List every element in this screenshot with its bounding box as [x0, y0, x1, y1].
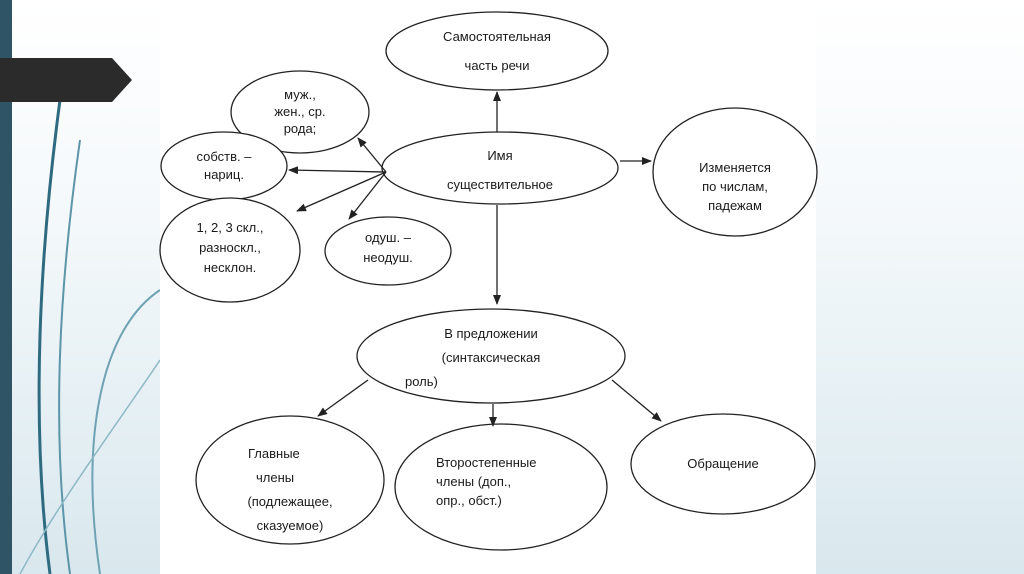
label-line: одуш. – — [365, 230, 411, 245]
label-line: 1, 2, 3 скл., — [196, 220, 264, 235]
label-proper-common: собств. – нариц. — [169, 148, 279, 184]
ellipse-independent-pos — [385, 11, 609, 91]
label-in-sentence: В предложении (синтаксическая роль) — [391, 322, 591, 394]
ellipse-main-members — [195, 415, 385, 545]
arrow-to-address — [611, 379, 662, 422]
label-line: муж., — [284, 87, 316, 102]
ellipse-secondary-members — [394, 423, 608, 551]
ellipse-address — [630, 413, 816, 515]
label-line: члены (доп., — [436, 474, 512, 489]
ellipse-gender — [230, 70, 370, 154]
label-line: (подлежащее, — [247, 494, 333, 509]
label-noun: Имя существительное — [400, 141, 600, 199]
label-line: Второстепенные — [436, 455, 537, 470]
arrow-to-declension — [296, 171, 387, 212]
label-line: рода; — [283, 121, 317, 136]
arrow-to-animacy — [348, 171, 387, 220]
ellipse-in-sentence — [356, 308, 626, 404]
arrow-to-proper-common — [288, 166, 387, 175]
label-line: члены — [256, 470, 295, 485]
label-line: (синтаксическая — [441, 350, 541, 365]
ellipse-declension — [159, 197, 301, 303]
label-declension: 1, 2, 3 скл., разноскл., несклон. — [170, 218, 290, 278]
label-gender: муж., жен., ср. рода; — [245, 86, 355, 137]
arrow-to-gender — [357, 137, 387, 173]
decorative-curves — [19, 99, 160, 574]
label-secondary-members: Второстепенные члены (доп., опр., обст.) — [436, 453, 566, 510]
ellipse-animacy — [324, 216, 452, 286]
label-line: существительное — [446, 177, 553, 192]
label-address: Обращение — [663, 455, 783, 473]
title-tab-arrow — [0, 58, 132, 102]
label-line: Имя — [487, 148, 513, 163]
label-line: разноскл., — [199, 240, 261, 255]
label-line: несклон. — [203, 260, 257, 275]
label-line: Самостоятельная — [443, 29, 551, 44]
label-line: Обращение — [687, 456, 759, 471]
label-line: неодуш. — [363, 250, 413, 265]
label-line: падежам — [708, 198, 762, 213]
label-line: по числам, — [702, 179, 768, 194]
ellipse-changes — [652, 107, 818, 237]
left-accent-bar — [0, 0, 12, 574]
label-changes: Изменяется по числам, падежам — [675, 158, 795, 215]
label-line: В предложении — [444, 326, 538, 341]
label-line: сказуемое) — [256, 518, 324, 533]
label-line: жен., ср. — [274, 104, 326, 119]
label-line: нариц. — [204, 167, 244, 182]
label-line: часть речи — [464, 58, 530, 73]
arrow-to-main-members — [317, 379, 369, 417]
label-line: Главные — [248, 446, 300, 461]
label-main-members: Главные члены (подлежащее, сказуемое) — [220, 442, 360, 538]
label-line: Изменяется — [699, 160, 771, 175]
label-independent-pos: Самостоятельная часть речи — [397, 22, 597, 80]
label-line: опр., обст.) — [436, 493, 502, 508]
label-line: роль) — [405, 374, 438, 389]
label-line: собств. – — [196, 149, 252, 164]
label-animacy: одуш. – неодуш. — [333, 228, 443, 268]
